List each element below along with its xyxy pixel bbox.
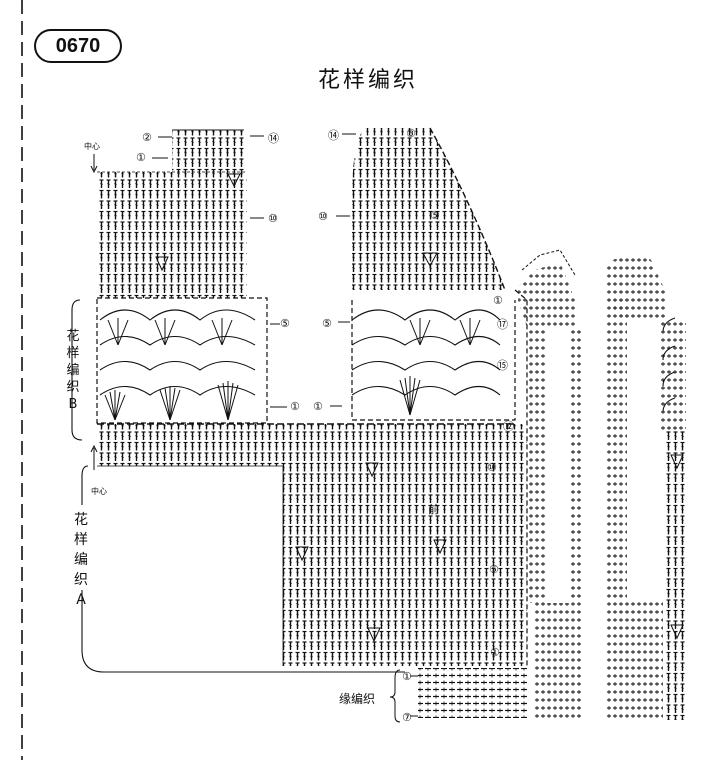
row-label: ① [136,151,146,164]
row-label: ① [290,400,300,413]
row-label: ⑭ [328,129,339,142]
page-title: 花样编织 [318,68,419,93]
pattern-number-badge: 0670 [34,29,122,63]
row-label: ⑮ [497,359,508,372]
row-label: ① [313,400,323,413]
row-label: ⑩ [318,210,328,223]
center-label-bottom: 中心 [91,487,107,496]
row-label: ② [142,131,152,144]
row-label: ⑤ [322,317,332,330]
row-label: ① [402,670,412,683]
row-label: ⑰ [497,318,508,331]
row-label: ① [493,294,503,307]
center-label-top: 中心 [84,142,100,151]
pattern-a-label: 花样编织A [74,512,88,608]
row-label: ⑦ [402,711,412,724]
row-label: ⑩ [268,212,278,225]
edge-label: 缘编织 [339,692,376,706]
pattern-b-label: 花样编织B [66,329,80,412]
row-label: ⑤ [280,317,290,330]
row-label: ⑭ [268,132,279,145]
